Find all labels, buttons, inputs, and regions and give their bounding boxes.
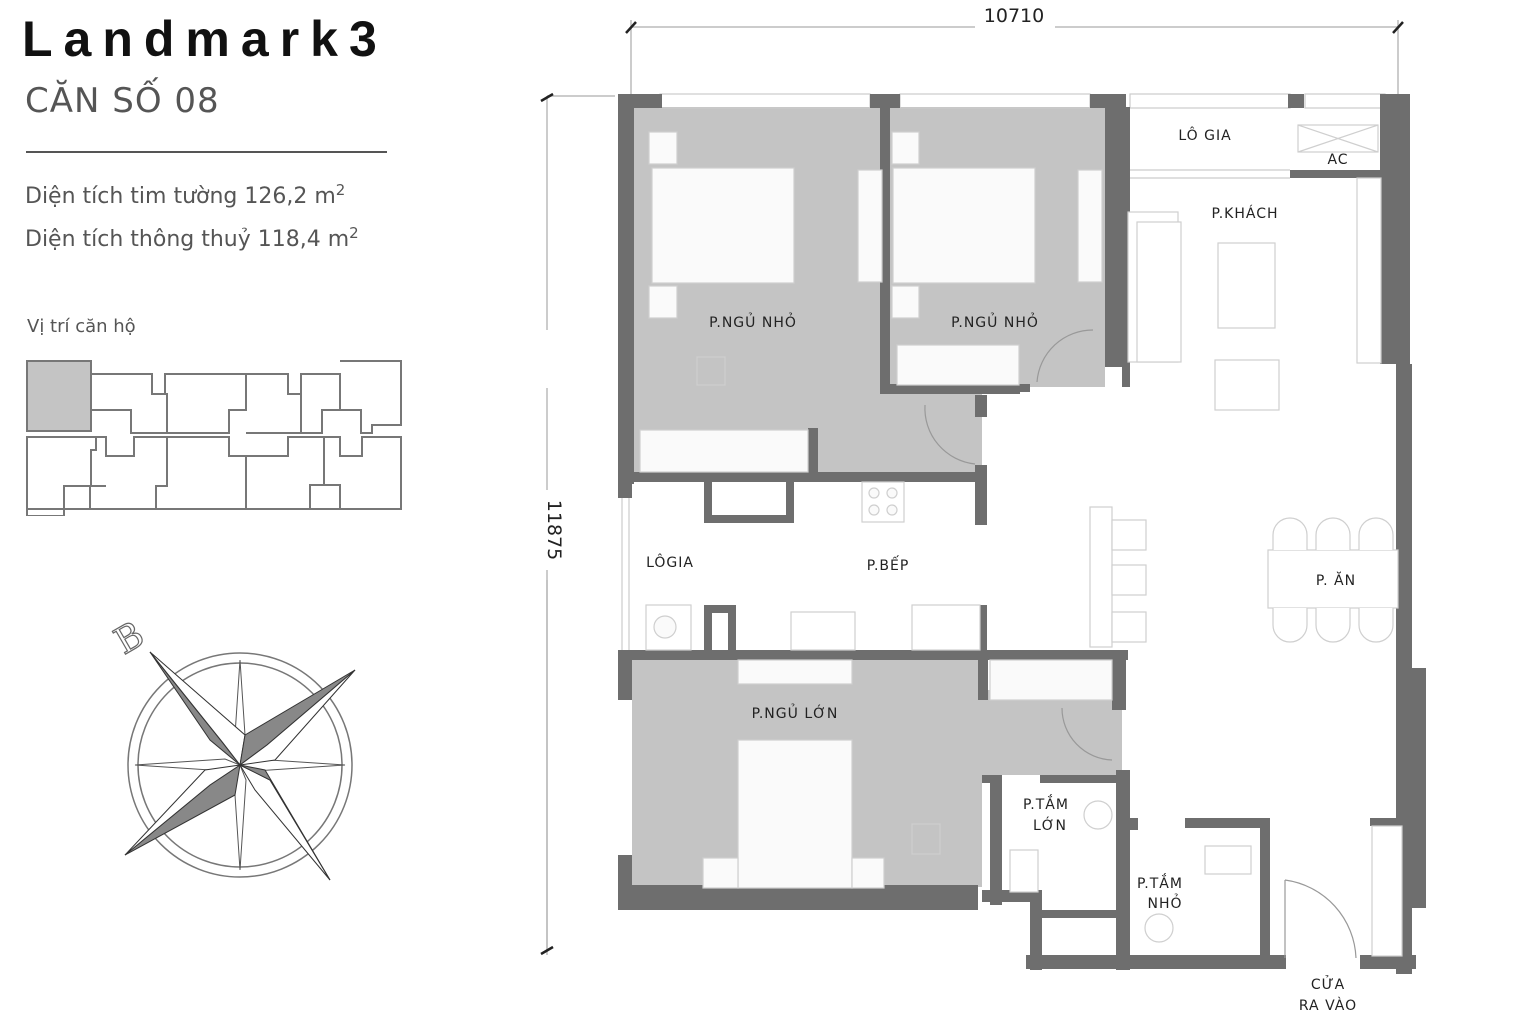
building-key-plan [26, 360, 402, 516]
room-ac: AC [1327, 152, 1348, 168]
dimension-height [546, 95, 615, 955]
info-panel: Landmark3 CĂN SỐ 08 Diện tích tim tường … [0, 0, 440, 1025]
entrance-label-2: RA VÀO [1299, 997, 1357, 1014]
room-bedroom-small-2: P.NGỦ NHỎ [951, 312, 1039, 331]
room-kitchen: P.BẾP [867, 555, 910, 574]
room-bath-large-2: LỚN [1033, 816, 1067, 834]
gross-area: Diện tích tim tường 126,2 m2 [25, 181, 346, 209]
height-dimension: 11875 [543, 500, 565, 560]
location-label: Vị trí căn hộ [27, 316, 136, 337]
room-bedroom-small-1: P.NGỦ NHỎ [709, 312, 797, 331]
floor-plan: 10710 11875 [538, 5, 1426, 1014]
unit-title: CĂN SỐ 08 [25, 81, 220, 121]
divider [26, 151, 387, 153]
brand-title: Landmark3 [22, 11, 388, 67]
room-loggia-left: LÔGIA [646, 553, 694, 571]
room-dining: P. ĂN [1316, 571, 1356, 589]
room-bath-small-2: NHỎ [1147, 893, 1182, 912]
room-living: P.KHÁCH [1211, 205, 1278, 222]
doors [924, 329, 1357, 959]
furniture [639, 124, 1403, 957]
room-bedroom-master: P.NGỦ LỚN [752, 703, 839, 722]
entrance-label-1: CỬA [1311, 975, 1345, 993]
room-loggia-top: LÔ GIA [1178, 126, 1231, 144]
room-bath-large-1: P.TẮM [1023, 794, 1069, 813]
net-area: Diện tích thông thuỷ 118,4 m2 [25, 224, 359, 252]
dimension-width [630, 20, 1399, 95]
room-labels: P.NGỦ NHỎ P.NGỦ NHỎ LÔ GIA AC P.KHÁCH LÔ… [646, 126, 1357, 1014]
compass-rose-icon: B [107, 614, 356, 881]
width-dimension: 10710 [984, 5, 1044, 27]
room-bath-small-1: P.TẮM [1137, 873, 1183, 892]
highlighted-unit [26, 360, 92, 432]
walls [618, 94, 1426, 974]
svg-text:B: B [108, 614, 151, 663]
